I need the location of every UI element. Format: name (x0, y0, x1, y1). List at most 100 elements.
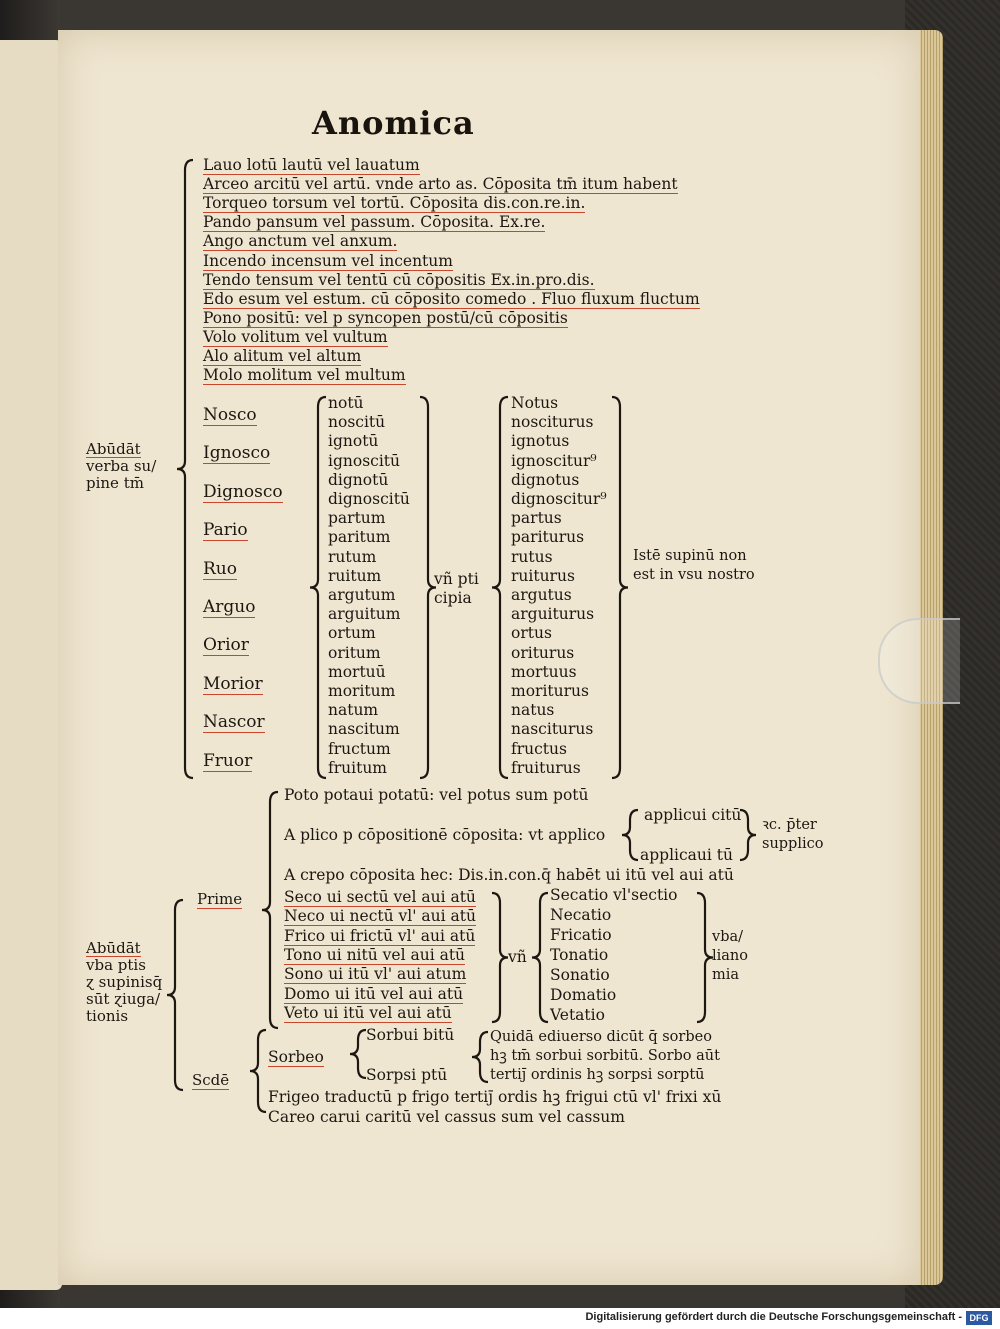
sorbeo-form-2: Sorpsi ptū (366, 1066, 448, 1084)
supine-6: dignoscitū (328, 490, 410, 508)
participle-label-1: vñ pti (434, 570, 479, 588)
footer-bar: Digitalisierung gefördert durch die Deut… (0, 1308, 1000, 1329)
participle-1: Notus (511, 394, 559, 412)
sorbeo-note-2: hꝫ tm̄ sorbui sorbitū. Sorbo aūt (490, 1048, 720, 1064)
prime-line-2: Neco ui nectū vl' aui atū (284, 907, 476, 927)
prime-verb: Domo ui itū vel aui atū (284, 984, 464, 1004)
plico-form-1: applicui citū (644, 806, 742, 824)
verb-8: Morior (203, 673, 263, 695)
supine-1: notū (328, 394, 364, 412)
participle-15: mortuus (511, 662, 577, 681)
plico-note-1: ꝛc. p̄ter (762, 817, 817, 833)
verb-headword: Dignosco (203, 481, 283, 503)
prime-verb: Neco ui nectū vl' aui atū (284, 907, 476, 927)
verb-line-1: Lauo lotū lautū vel lauatum (203, 156, 420, 175)
verb-line-3: Torqueo torsum vel tortū. Cōposita dis.c… (203, 194, 586, 214)
noun-note-1: vba/ (712, 929, 744, 945)
careo-line: Careo carui caritū vel cassus sum vel ca… (268, 1108, 625, 1126)
supine-5: dignotū (328, 470, 389, 489)
verb-headword: Orior (203, 635, 249, 657)
verb-5: Ruo (203, 558, 237, 580)
supine-3: ignotū (328, 432, 379, 451)
supine-11: argutum (328, 586, 396, 604)
verb-headword: Arguo (203, 597, 256, 618)
participle-2: nosciturus (511, 413, 594, 432)
verb-line-9: Pono positū: vel p syncopen postū/cū cōp… (203, 308, 568, 328)
verb-headword: Tendo tensum vel tentū cū cōpositis Ex.i… (203, 270, 595, 290)
prime-verb: Seco ui sectū vel aui atū (284, 888, 476, 907)
secunde-label: Scdē (192, 1071, 230, 1090)
verb-line-5: Ango anctum vel anxum. (203, 232, 398, 252)
supine-17: natum (328, 701, 379, 720)
prime-line-5: Sono ui itū vl' aui atum (284, 965, 467, 985)
sorbeo-note-3: tertiȷ̄ ordinis hꝫ sorpsi sorptū (490, 1067, 705, 1083)
prime-line-6: Domo ui itū vel aui atū (284, 984, 464, 1004)
verb-line-6: Incendo incensum vel incentum (203, 251, 453, 271)
plico-note-2: supplico (762, 836, 824, 852)
funding-credit: Digitalisierung gefördert durch die Deut… (585, 1311, 962, 1323)
prime-line-7: Veto ui itū vel aui atū (284, 1003, 452, 1023)
verb-10: Fruor (203, 750, 253, 772)
verbal-noun-6: Domatio (550, 986, 617, 1004)
verb-line-7: Tendo tensum vel tentū cū cōpositis Ex.i… (203, 270, 595, 290)
participle-20: fruiturus (511, 758, 581, 777)
side-label-1-line-2: verba su/ (86, 457, 157, 475)
participle-9: rutus (511, 547, 553, 566)
supine-note-2: est in vsu nostro (633, 567, 755, 583)
verb-headword: Torqueo torsum vel tortū. Cōposita dis.c… (203, 194, 586, 214)
participle-19: fructus (511, 739, 567, 758)
supine-10: ruitum (328, 566, 382, 585)
verb-headword: Nascor (203, 712, 265, 734)
plico-form-2: applicaui tū (640, 846, 733, 864)
verb-line-12: Molo molitum vel multum (203, 366, 406, 386)
supine-18: nascitum (328, 720, 400, 739)
verb-9: Nascor (203, 712, 265, 734)
side-label-2-line-4: sūt ɀiuga/ (86, 990, 161, 1008)
verb-headword: Ango anctum vel anxum. (203, 232, 398, 252)
verbal-noun-1: Secatio vl'sectio (550, 886, 678, 904)
verb-7: Orior (203, 635, 249, 657)
verb-line-10: Volo volitum vel vultum (203, 327, 388, 347)
verb-3: Dignosco (203, 481, 283, 503)
supine-8: paritum (328, 528, 391, 547)
side-label-1-line-1: Abūdāt (86, 440, 141, 458)
verbal-noun-4: Tonatio (550, 946, 609, 964)
noun-note-2: liano (712, 948, 748, 964)
page (58, 30, 920, 1285)
verb-headword: Edo esum vel estum. cū cōposito comedo .… (203, 289, 700, 309)
sorbeo-note-1: Quidā ediuerso dicūt q̄ sorbeo (490, 1029, 712, 1045)
verb-headword: Alo alitum vel altum (203, 347, 362, 366)
supine-20: fruitum (328, 758, 387, 777)
verb-headword: Pando pansum vel passum. Cōposita. Ex.re… (203, 213, 546, 233)
participle-17: natus (511, 701, 555, 720)
supine-2: noscitū (328, 413, 386, 432)
verbal-noun-2: Necatio (550, 906, 612, 924)
plico-line: A plico p cōpositionē cōposita: vt appli… (284, 826, 606, 844)
participle-3: ignotus (511, 432, 570, 451)
supine-note-1: Istē supinū non (633, 548, 747, 564)
verb-headword: Molo molitum vel multum (203, 366, 406, 386)
prime-line-3: Frico ui frictū vl' aui atū (284, 926, 476, 946)
dfg-logo: DFG (966, 1311, 992, 1325)
verb-headword: Nosco (203, 405, 257, 426)
supine-12: arguitum (328, 605, 401, 624)
verb-headword: Ruo (203, 558, 237, 580)
verbal-noun-5: Sonatio (550, 966, 610, 984)
verb-4: Pario (203, 520, 248, 542)
participle-13: ortus (511, 624, 552, 643)
participle-8: pariturus (511, 528, 585, 547)
verb-headword: Arceo arcitū vel artū. vnde arto as. Cōp… (203, 175, 678, 195)
side-label-1-line-3: pine tm̄ (86, 474, 144, 492)
participle-5: dignotus (511, 470, 580, 489)
verb-line-11: Alo alitum vel altum (203, 347, 362, 366)
noun-note-3: mia (712, 967, 740, 983)
participle-4: ignoscitur⁹ (511, 451, 597, 470)
verb-1: Nosco (203, 405, 257, 426)
previous-page-edge (0, 40, 62, 1290)
verb-headword: Pario (203, 520, 248, 542)
page-heading: Anomica (312, 104, 475, 142)
verbal-noun-7: Vetatio (550, 1006, 605, 1024)
prime-verb: Veto ui itū vel aui atū (284, 1003, 452, 1023)
verb-line-4: Pando pansum vel passum. Cōposita. Ex.re… (203, 213, 546, 233)
prime-verb: Tono ui nitū vel aui atū (284, 945, 466, 965)
